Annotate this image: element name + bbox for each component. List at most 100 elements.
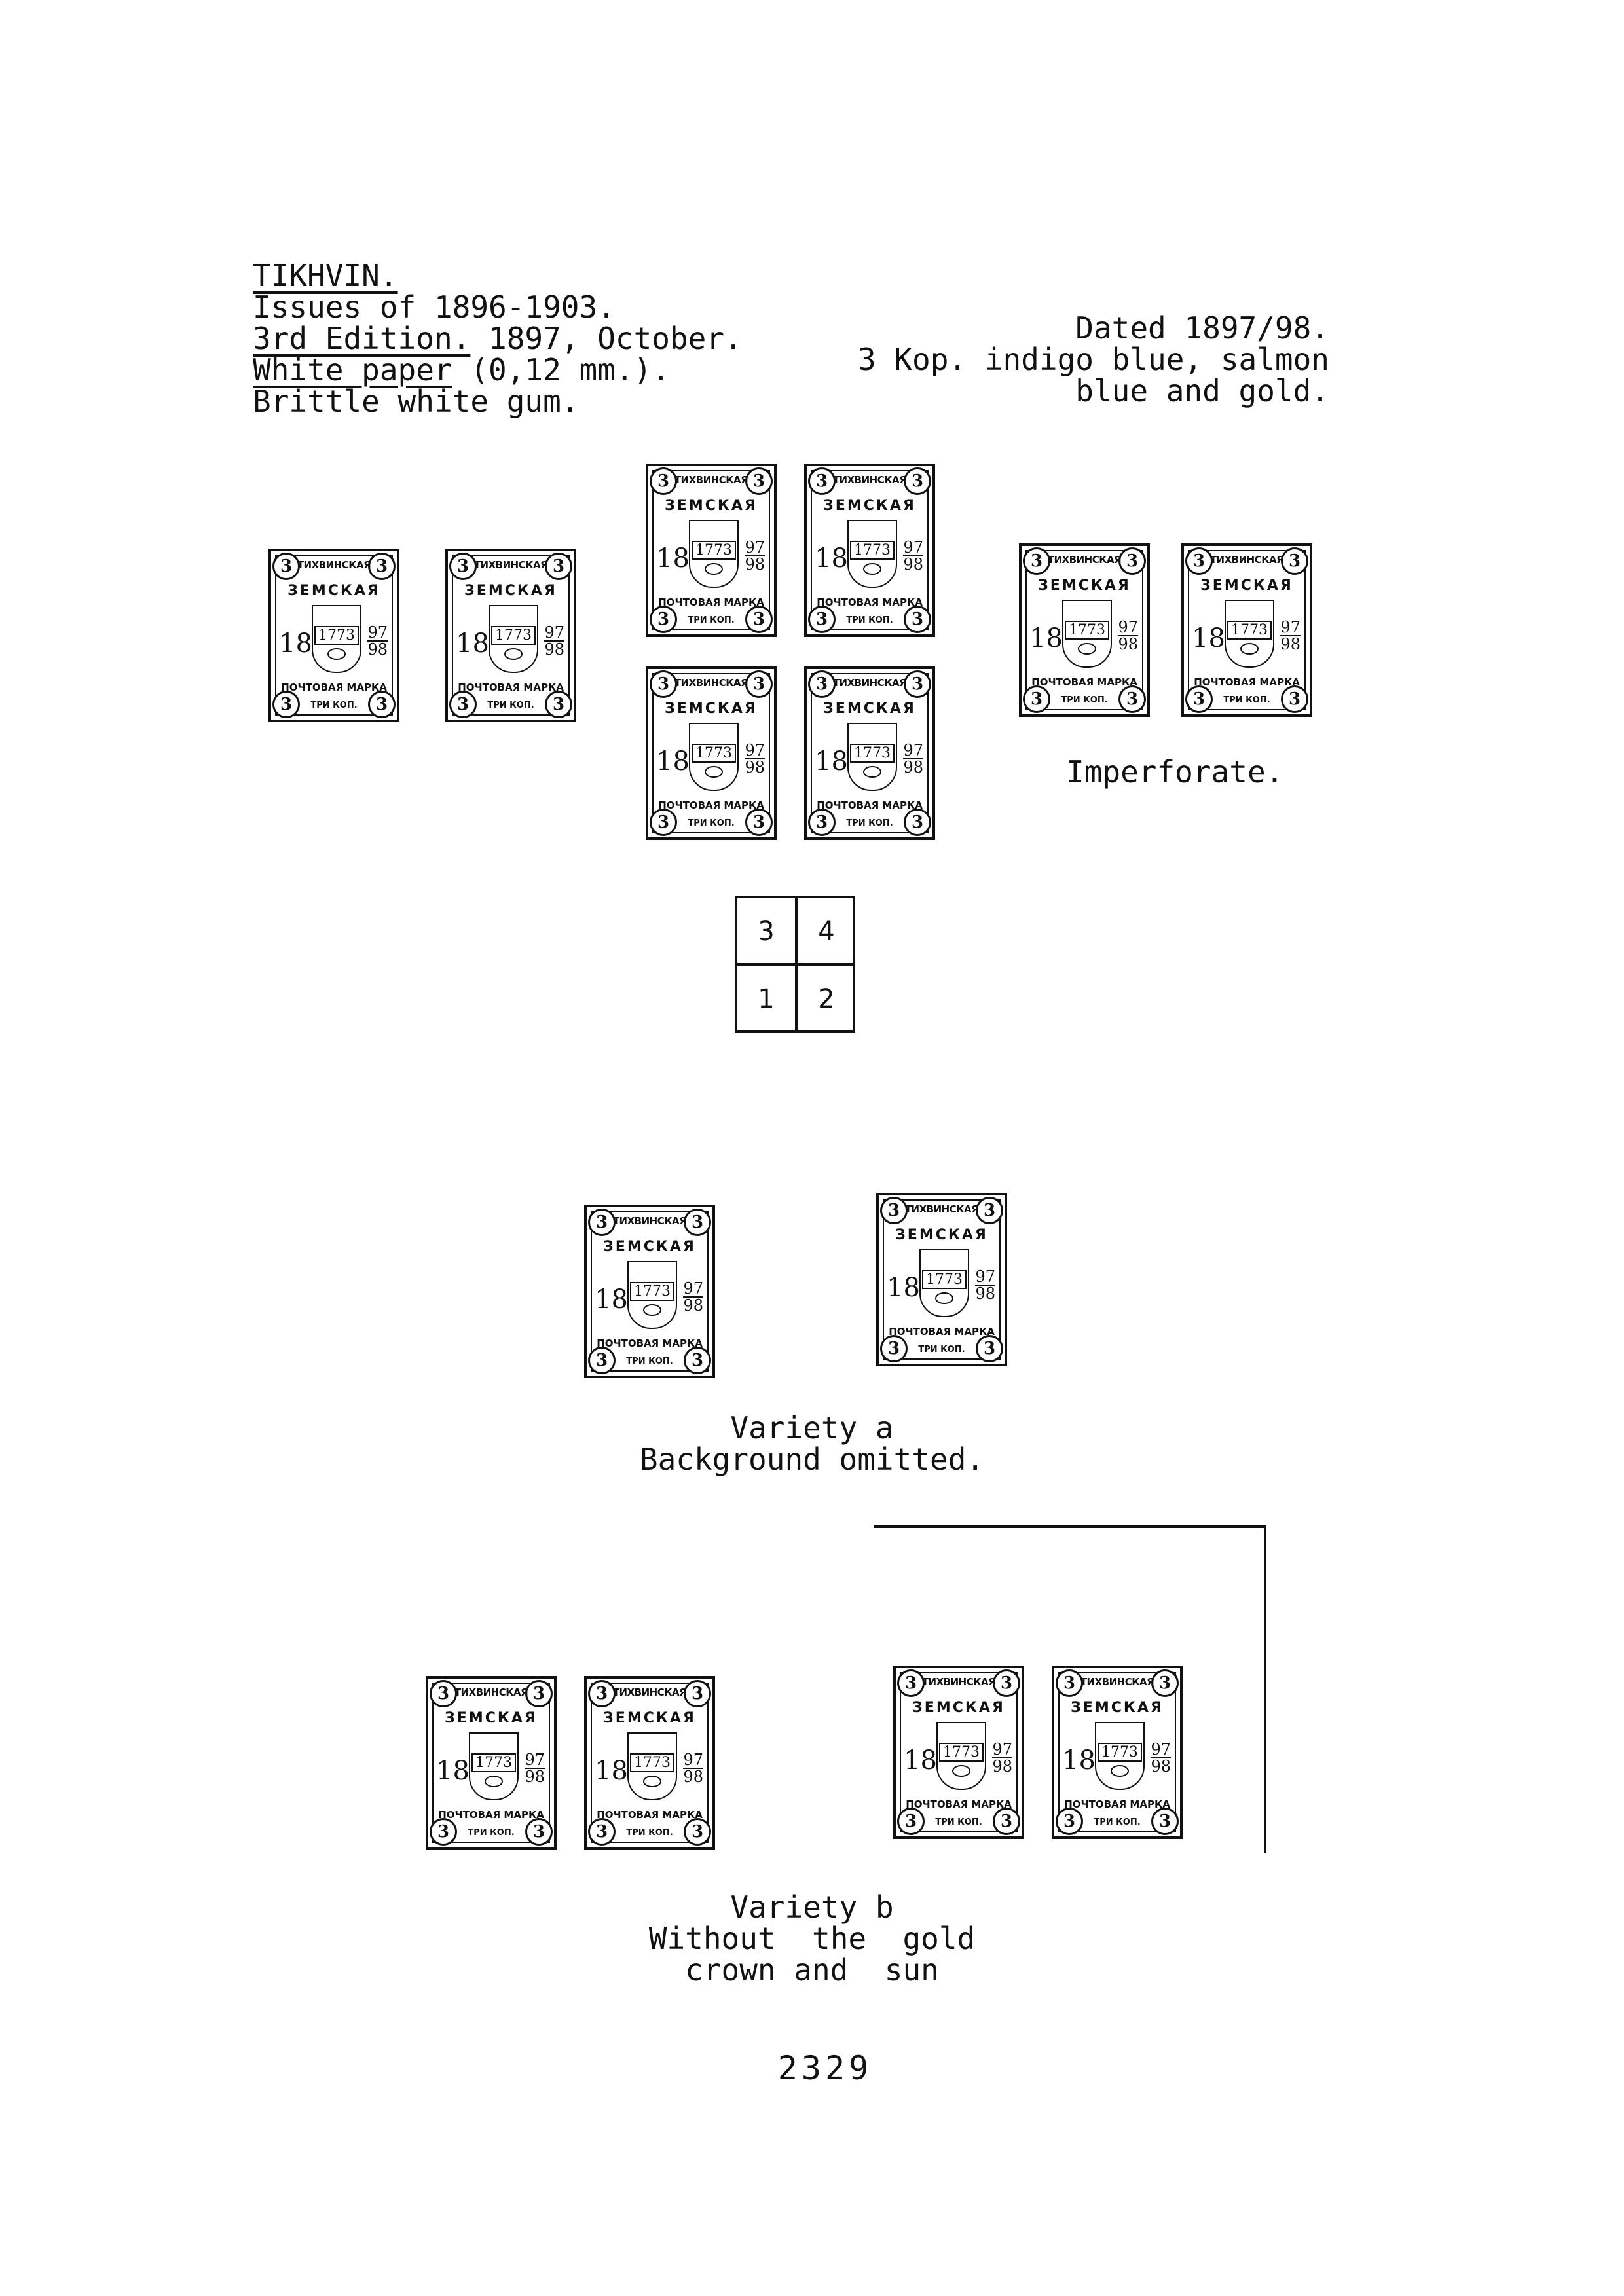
stamp-middle-text: ЗЕМСКАЯ <box>823 498 916 514</box>
shield-year: 1773 <box>471 1753 516 1772</box>
corner-value-tl: 3 <box>1185 547 1213 575</box>
shield-year: 1773 <box>1227 621 1272 640</box>
stamp-century: 18 <box>887 1273 920 1303</box>
stamp-year-fraction: 97 98 <box>992 1741 1012 1774</box>
stamp: 3 3 3 3 ТИХВИНСКАЯ ЗЕМСКАЯ 18 1773 97 98… <box>584 1205 715 1378</box>
position-cell: 4 <box>818 916 835 947</box>
corner-value-br: 3 <box>745 606 773 633</box>
shield-icon: 1773 <box>1095 1722 1145 1790</box>
shield-year: 1773 <box>692 541 736 560</box>
stamp-middle-text: ЗЕМСКАЯ <box>287 583 380 599</box>
paper-line: White paper (0,12 mm.). <box>253 355 670 385</box>
stamp-middle-text: ЗЕМСКАЯ <box>445 1710 538 1726</box>
stamp-top-text: ТИХВИНСКАЯ <box>297 559 371 571</box>
stamp-year-fraction: 97 98 <box>1280 619 1301 652</box>
stamp-century: 18 <box>656 746 690 776</box>
crown-sun-icon <box>485 1776 503 1787</box>
sheet-margin-right <box>1264 1525 1266 1853</box>
shield-year: 1773 <box>491 626 536 645</box>
corner-value-bl: 3 <box>808 606 836 633</box>
corner-value-br: 3 <box>525 1818 553 1846</box>
shield-icon: 1773 <box>1225 600 1274 668</box>
stamp-year-fraction: 97 98 <box>903 539 923 572</box>
corner-value-tl: 3 <box>1056 1669 1083 1697</box>
year-top: 97 <box>544 623 564 642</box>
corner-value-tl: 3 <box>650 467 677 495</box>
stamp-bottom-text: ПОЧТОВАЯ МАРКА <box>438 1809 544 1821</box>
stamp-top-text: ТИХВИНСКАЯ <box>454 1686 528 1698</box>
shield-icon: 1773 <box>919 1249 969 1317</box>
variety-b-line-2: Without the gold <box>648 1921 976 1956</box>
shield-year: 1773 <box>314 626 359 645</box>
stamp: 3 3 3 3 ТИХВИНСКАЯ ЗЕМСКАЯ 18 1773 97 98… <box>268 549 399 722</box>
shield-year: 1773 <box>692 744 736 763</box>
corner-value-tl: 3 <box>650 670 677 698</box>
stamp-value-text: ТРИ КОП. <box>626 1357 673 1366</box>
shield-year: 1773 <box>630 1753 674 1772</box>
year-top: 97 <box>903 538 923 556</box>
year-bottom: 98 <box>683 1296 703 1315</box>
stamp-middle-text: ЗЕМСКАЯ <box>1038 577 1131 594</box>
shield-year: 1773 <box>939 1743 984 1762</box>
stamp-century: 18 <box>656 543 690 574</box>
stamp-century: 18 <box>456 629 489 659</box>
stamp-middle-text: ЗЕМСКАЯ <box>603 1710 696 1726</box>
stamp-value-text: ТРИ КОП. <box>1061 695 1108 705</box>
corner-value-tr: 3 <box>1281 547 1308 575</box>
year-top: 97 <box>1280 618 1301 636</box>
colors-line-1: 3 Kop. indigo blue, salmon <box>857 342 1329 377</box>
corner-value-bl: 3 <box>1023 685 1050 713</box>
crown-sun-icon <box>1240 643 1259 655</box>
stamp-value-text: ТРИ КОП. <box>688 615 735 625</box>
crown-sun-icon <box>643 1304 661 1316</box>
stamp-year-fraction: 97 98 <box>367 625 388 657</box>
corner-value-br: 3 <box>545 691 572 718</box>
shield-icon: 1773 <box>489 605 538 673</box>
crown-sun-icon <box>504 648 523 660</box>
stamp-top-text: ТИХВИНСКАЯ <box>674 677 748 689</box>
crown-sun-icon <box>863 766 881 778</box>
corner-value-tr: 3 <box>745 467 773 495</box>
stamp-frame <box>432 1683 550 1843</box>
shield-icon: 1773 <box>689 520 739 588</box>
shield-year: 1773 <box>850 744 895 763</box>
corner-value-tr: 3 <box>745 670 773 698</box>
year-top: 97 <box>1118 618 1138 636</box>
corner-value-tr: 3 <box>1151 1669 1179 1697</box>
year-bottom: 98 <box>992 1757 1012 1776</box>
stamp-value-text: ТРИ КОП. <box>688 818 735 828</box>
year-bottom: 98 <box>903 758 923 776</box>
stamp-middle-text: ЗЕМСКАЯ <box>665 498 758 514</box>
stamp-middle-text: ЗЕМСКАЯ <box>823 701 916 717</box>
stamp-value-text: ТРИ КОП. <box>846 615 893 625</box>
place-title: TIKHVIN. <box>253 258 398 293</box>
stamp-value-text: ТРИ КОП. <box>487 701 534 710</box>
colors-line-2: blue and gold. <box>1075 373 1329 409</box>
stamp-frame <box>275 555 393 716</box>
corner-value-bl: 3 <box>808 809 836 836</box>
shield-icon: 1773 <box>847 723 897 791</box>
stamp-middle-text: ЗЕМСКАЯ <box>603 1239 696 1255</box>
corner-value-br: 3 <box>976 1335 1003 1362</box>
stamp-bottom-text: ПОЧТОВАЯ МАРКА <box>817 799 923 811</box>
stamp-value-text: ТРИ КОП. <box>1223 695 1270 705</box>
issues-line: Issues of 1896-1903. <box>253 289 616 325</box>
stamp-year-fraction: 97 98 <box>975 1269 995 1302</box>
grid-divider-horizontal <box>737 963 853 966</box>
year-top: 97 <box>745 538 765 556</box>
corner-value-tr: 3 <box>904 467 931 495</box>
stamp-frame <box>591 1211 709 1372</box>
variety-a-line-1: Variety a <box>730 1410 894 1446</box>
corner-value-tl: 3 <box>430 1680 457 1707</box>
corner-value-tl: 3 <box>272 553 300 580</box>
stamp-frame <box>900 1672 1018 1832</box>
stamp-year-fraction: 97 98 <box>1118 619 1138 652</box>
stamp-top-text: ТИХВИНСКАЯ <box>1080 1676 1154 1688</box>
stamp-bottom-text: ПОЧТОВАЯ МАРКА <box>889 1326 995 1338</box>
stamp-frame <box>1058 1672 1176 1832</box>
corner-value-tl: 3 <box>897 1669 925 1697</box>
corner-value-br: 3 <box>904 606 931 633</box>
stamp-middle-text: ЗЕМСКАЯ <box>464 583 557 599</box>
stamp-top-text: ТИХВИНСКАЯ <box>904 1203 979 1215</box>
stamp: 3 3 3 3 ТИХВИНСКАЯ ЗЕМСКАЯ 18 1773 97 98… <box>646 464 777 637</box>
